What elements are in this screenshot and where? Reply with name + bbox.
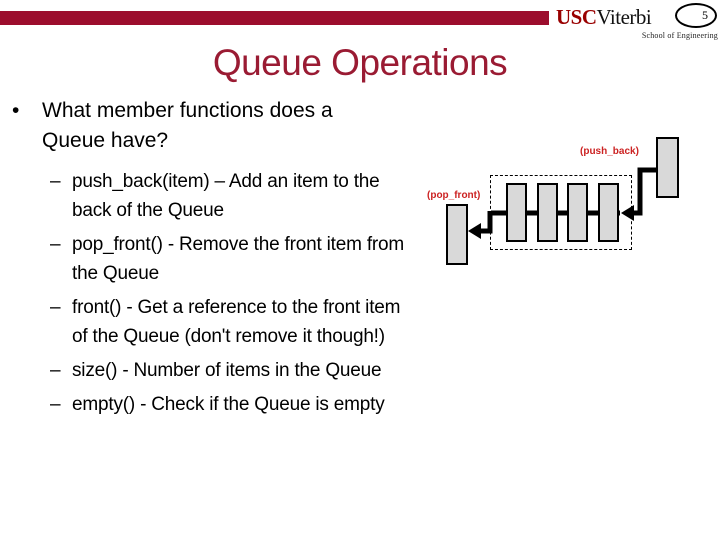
sub-bullet-empty: – empty() - Check if the Queue is empty bbox=[50, 390, 470, 419]
queue-item-box-1 bbox=[506, 183, 527, 242]
usc-viterbi-logo: USCViterbi School of Engineering bbox=[556, 5, 718, 40]
page-number: 5 bbox=[702, 8, 708, 22]
push-back-label: (push_back) bbox=[580, 146, 639, 157]
bullet-list: • What member functions does a Queue hav… bbox=[10, 96, 470, 424]
dash-marker: – bbox=[50, 360, 61, 381]
main-bullet: • What member functions does a Queue hav… bbox=[10, 96, 470, 156]
push-back-arrowhead bbox=[621, 205, 634, 221]
queue-item-box-3 bbox=[567, 183, 588, 242]
incoming-item-box bbox=[656, 137, 679, 198]
sub-bullet-size: – size() - Number of items in the Queue bbox=[50, 356, 470, 385]
dash-marker: – bbox=[50, 171, 61, 192]
logo-school-text: School of Engineering bbox=[641, 31, 718, 40]
dash-marker: – bbox=[50, 394, 61, 415]
removed-item-box bbox=[446, 204, 468, 265]
sub-bullet-text: size() - Number of items in the Queue bbox=[72, 360, 382, 381]
pop-front-label: (pop_front) bbox=[427, 190, 481, 201]
page-number-badge: 5 bbox=[675, 3, 717, 28]
logo-usc-text: USC bbox=[556, 5, 597, 29]
bullet-marker: • bbox=[12, 99, 20, 122]
queue-item-box-4 bbox=[598, 183, 619, 242]
dash-marker: – bbox=[50, 297, 61, 318]
sub-bullet-pop-front: – pop_front() - Remove the front item fr… bbox=[50, 230, 470, 288]
sub-bullet-text: push_back(item) – Add an item to the bac… bbox=[72, 171, 380, 221]
pop-front-arrow-line bbox=[480, 211, 493, 234]
logo-viterbi-text: Viterbi bbox=[596, 5, 652, 29]
slide-title: Queue Operations bbox=[212, 42, 508, 83]
logo-wordmark: USCViterbi bbox=[556, 5, 718, 29]
sub-bullet-text: pop_front() - Remove the front item from… bbox=[72, 234, 405, 284]
sub-bullet-list: – push_back(item) – Add an item to the b… bbox=[50, 167, 470, 419]
sub-bullet-push-back: – push_back(item) – Add an item to the b… bbox=[50, 167, 470, 225]
sub-bullet-text: front() - Get a reference to the front i… bbox=[72, 297, 401, 347]
queue-boundary-dashed-box bbox=[490, 175, 632, 250]
sub-bullet-front: – front() - Get a reference to the front… bbox=[50, 293, 470, 351]
queue-item-box-2 bbox=[537, 183, 558, 242]
push-back-arrow-line bbox=[633, 167, 656, 216]
dash-marker: – bbox=[50, 234, 61, 255]
pop-front-arrowhead bbox=[468, 223, 481, 239]
sub-bullet-text: empty() - Check if the Queue is empty bbox=[72, 394, 385, 415]
header-bar bbox=[0, 11, 549, 25]
main-bullet-text: What member functions does a Queue have? bbox=[42, 99, 333, 152]
